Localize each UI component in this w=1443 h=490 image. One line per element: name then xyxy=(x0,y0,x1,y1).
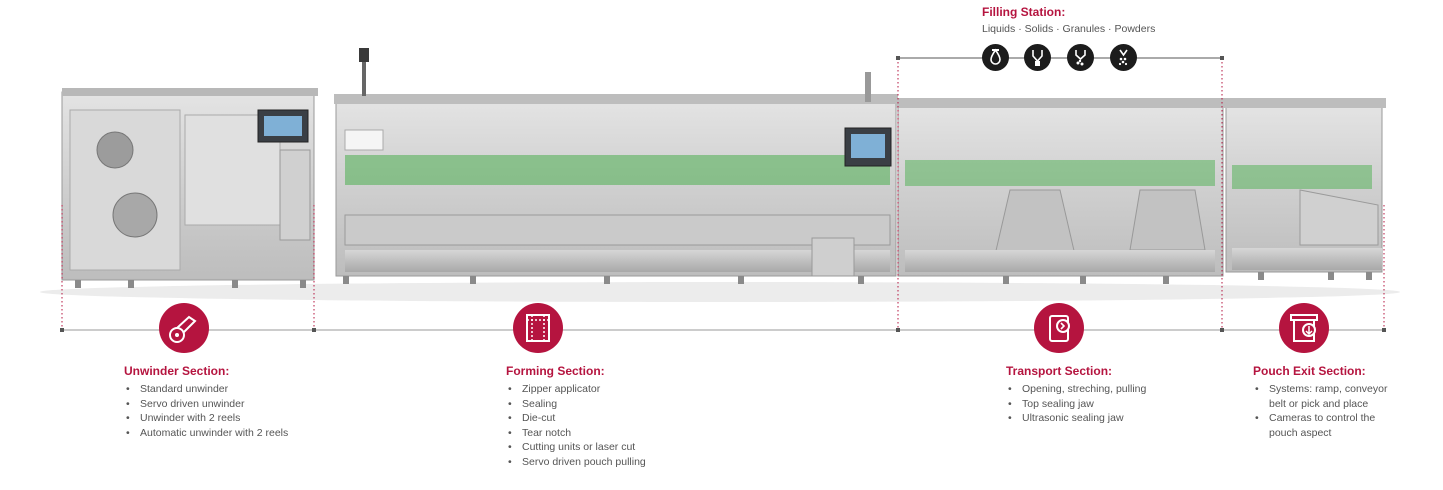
transport-section-title: Transport Section: xyxy=(1006,364,1113,378)
forming-section-list: Zipper applicator Sealing Die-cut Tear n… xyxy=(506,382,706,470)
list-item: Cameras to control the pouch aspect xyxy=(1253,411,1403,440)
transport-pouch-icon xyxy=(1034,303,1084,353)
pouch-exit-section-title: Pouch Exit Section: xyxy=(1253,364,1366,378)
list-item: Servo driven pouch pulling xyxy=(506,455,706,470)
section-dividers xyxy=(61,58,1385,330)
transport-section-list: Opening, streching, pulling Top sealing … xyxy=(1006,382,1206,426)
green-guard-rail xyxy=(345,155,890,185)
list-item: Ultrasonic sealing jaw xyxy=(1006,411,1206,426)
bracket-ticks xyxy=(60,56,1386,332)
machine-feet xyxy=(75,272,1372,288)
unwinder-section-title: Unwinder Section: xyxy=(124,364,230,378)
list-item: Die-cut xyxy=(506,411,706,426)
filling-station-subtitle: Liquids · Solids · Granules · Powders xyxy=(982,23,1156,35)
list-item: Cutting units or laser cut xyxy=(506,440,706,455)
unwinder-reel-icon xyxy=(159,303,209,353)
transport-module xyxy=(865,72,1226,277)
solids-icon xyxy=(1024,44,1051,71)
powders-icon xyxy=(1110,44,1137,71)
list-item: Top sealing jaw xyxy=(1006,397,1206,412)
pouch-exit-section-list: Systems: ramp, conveyor belt or pick and… xyxy=(1253,382,1403,440)
list-item: Servo driven unwinder xyxy=(124,397,324,412)
granules-icon xyxy=(1067,44,1094,71)
pouch-exit-module xyxy=(1224,98,1386,273)
pouch-exit-icon xyxy=(1279,303,1329,353)
list-item: Opening, streching, pulling xyxy=(1006,382,1206,397)
list-item: Automatic unwinder with 2 reels xyxy=(124,426,324,441)
liquid-drop-icon xyxy=(982,44,1009,71)
list-item: Standard unwinder xyxy=(124,382,324,397)
list-item: Tear notch xyxy=(506,426,706,441)
forming-section-title: Forming Section: xyxy=(506,364,605,378)
unwinder-section-list: Standard unwinder Servo driven unwinder … xyxy=(124,382,324,440)
forming-pouch-icon xyxy=(513,303,563,353)
forming-module xyxy=(334,48,898,277)
unwinder-module xyxy=(61,88,318,281)
filling-station-title: Filling Station: xyxy=(982,5,1066,19)
list-item: Zipper applicator xyxy=(506,382,706,397)
list-item: Sealing xyxy=(506,397,706,412)
floor-shadow xyxy=(40,282,1400,302)
list-item: Unwinder with 2 reels xyxy=(124,411,324,426)
list-item: Systems: ramp, conveyor belt or pick and… xyxy=(1253,382,1403,411)
